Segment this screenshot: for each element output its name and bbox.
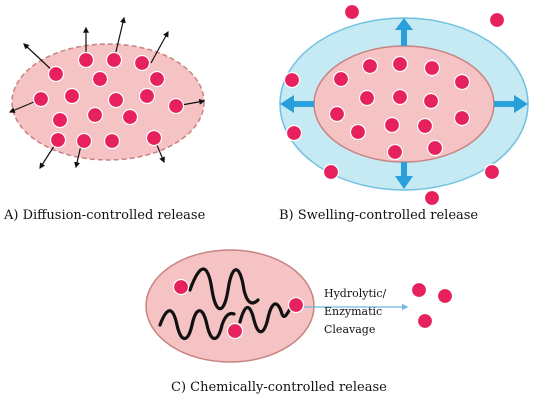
drug-particle <box>285 124 303 142</box>
drug-particle <box>483 163 501 181</box>
process-label-line: Hydrolytic/ <box>324 287 387 300</box>
drug-particle <box>283 71 301 89</box>
chemical-panel <box>145 249 454 363</box>
drug-particle <box>423 189 441 207</box>
drug-particle <box>322 163 340 181</box>
swelling-arrowhead <box>395 18 413 30</box>
drug-particle <box>416 312 434 330</box>
drug-particle <box>328 105 346 123</box>
drug-particle <box>86 106 104 124</box>
drug-particle <box>121 108 139 126</box>
process-label-line: Cleavage <box>324 323 376 336</box>
drug-particle <box>91 70 109 88</box>
drug-particle <box>32 90 50 108</box>
drug-particle <box>47 65 65 83</box>
chemical-particles <box>172 278 454 340</box>
swelling-arrowhead <box>395 176 413 189</box>
drug-particle <box>49 131 67 149</box>
drug-particle <box>145 129 163 147</box>
polymer-chain <box>188 267 260 311</box>
drug-particle <box>167 97 185 115</box>
drug-particle <box>488 11 506 29</box>
polymer-chain <box>238 302 296 334</box>
drug-particle <box>453 73 471 91</box>
diffusion-arrow <box>150 30 169 64</box>
swelling-arrowhead <box>280 95 294 113</box>
diffusion-particles <box>32 51 185 150</box>
drug-particle <box>358 89 376 107</box>
drug-particle <box>226 322 244 340</box>
caption-diffusion: A) Diffusion-controlled release <box>4 208 206 223</box>
swelling-arrowhead <box>514 95 528 113</box>
drug-particle <box>361 57 379 75</box>
drug-particle <box>172 278 190 296</box>
diffusion-panel <box>8 16 206 170</box>
drug-particle <box>349 123 367 141</box>
drug-particle <box>436 287 454 305</box>
polymer-chain <box>158 309 236 341</box>
drug-particle <box>391 88 409 106</box>
process-label-line: Enzymatic <box>324 305 383 318</box>
drug-particle <box>77 51 95 69</box>
drug-particle <box>343 3 361 21</box>
drug-particle <box>423 59 441 77</box>
drug-particle <box>391 55 409 73</box>
drug-particle <box>133 54 151 72</box>
drug-particle <box>422 92 440 110</box>
drug-particle <box>386 143 404 161</box>
drug-particle <box>63 87 81 105</box>
caption-chemical: C) Chemically-controlled release <box>171 380 387 395</box>
drug-particle <box>138 87 156 105</box>
drug-particle <box>426 139 444 157</box>
drug-particle <box>107 91 125 109</box>
drug-particle <box>105 51 123 69</box>
drug-particle <box>410 281 428 299</box>
caption-swelling: B) Swelling-controlled release <box>279 208 479 223</box>
drug-particle <box>453 109 471 127</box>
drug-particle <box>103 132 121 150</box>
drug-particle <box>287 296 305 314</box>
polymer-chains <box>158 267 296 341</box>
swelling-particles <box>283 3 506 207</box>
drug-particle <box>332 70 350 88</box>
drug-particle <box>416 117 434 135</box>
swelling-panel <box>279 3 529 207</box>
drug-particle <box>51 111 69 129</box>
swelling-arrows <box>280 18 528 189</box>
drug-particle <box>383 116 401 134</box>
drug-particle <box>75 132 93 150</box>
drug-particle <box>148 70 166 88</box>
